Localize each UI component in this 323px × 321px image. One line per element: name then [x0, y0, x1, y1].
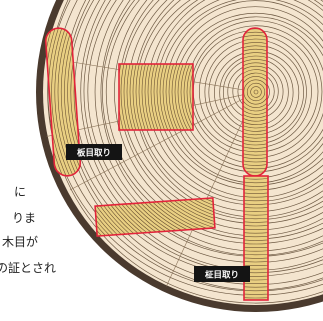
- quarter-sawn-label: 柾目取り: [194, 266, 250, 282]
- side-caption-line-2: りま: [12, 211, 36, 225]
- quarter-sawn-plank-center: [242, 27, 268, 177]
- flat-sawn-plank-bottom: [94, 197, 216, 237]
- side-caption: に りま 木目が の証とされ: [0, 185, 56, 275]
- flat-sawn-block: [118, 63, 194, 131]
- side-caption-line-3: 木目が: [2, 234, 38, 249]
- flat-sawn-label: 板目取り: [66, 144, 122, 160]
- side-caption-line-4: の証とされ: [0, 261, 56, 275]
- svg-text:板目取り: 板目取り: [77, 148, 111, 159]
- side-caption-line-1: に: [14, 185, 26, 199]
- svg-text:柾目取り: 柾目取り: [205, 270, 239, 281]
